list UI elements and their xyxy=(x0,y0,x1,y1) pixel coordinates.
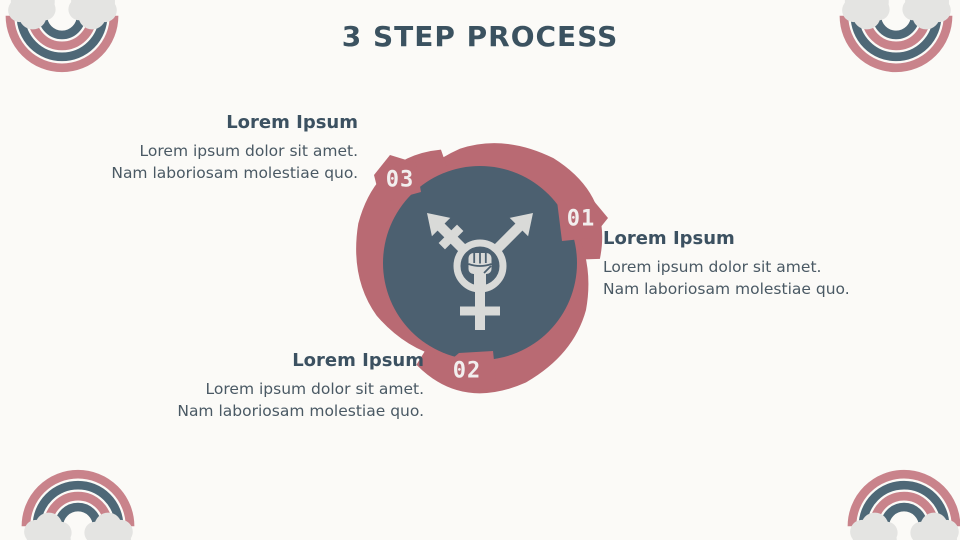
step-marker-01 xyxy=(557,200,608,241)
step-body-line: Lorem ipsum dolor sit amet. xyxy=(139,142,358,160)
step-heading: Lorem Ipsum xyxy=(226,112,358,133)
swirl-arm-1 xyxy=(401,143,603,260)
swirl-arms xyxy=(356,143,603,394)
transgender-fist-icon xyxy=(427,213,533,330)
swirl-arm-3 xyxy=(356,149,449,357)
step-marker-02 xyxy=(440,351,497,390)
step-number-03: 03 xyxy=(385,167,415,193)
page-title: 3 STEP PROCESS xyxy=(341,20,619,53)
step-heading: Lorem Ipsum xyxy=(603,228,735,249)
step-text-block-02: Lorem Ipsum Lorem ipsum dolor sit amet. … xyxy=(177,350,424,422)
step-body-line: Nam laboriosam molestiae quo. xyxy=(177,402,424,420)
step-body-line: Lorem ipsum dolor sit amet. xyxy=(205,380,424,398)
step-text-block-03: Lorem Ipsum Lorem ipsum dolor sit amet. … xyxy=(111,112,358,184)
fist-detail-lines xyxy=(468,253,492,274)
swirl-arm-2 xyxy=(416,234,589,394)
step-marker-03 xyxy=(374,155,421,203)
step-body-line: Nam laboriosam molestiae quo. xyxy=(111,164,358,182)
step-body-line: Nam laboriosam molestiae quo. xyxy=(603,280,850,298)
step-text-block-01: Lorem Ipsum Lorem ipsum dolor sit amet. … xyxy=(603,228,850,300)
step-number-01: 01 xyxy=(566,206,596,232)
step-heading: Lorem Ipsum xyxy=(292,350,424,371)
step-markers xyxy=(374,155,608,390)
step-body-line: Lorem ipsum dolor sit amet. xyxy=(603,258,822,276)
step-number-02: 02 xyxy=(452,358,482,384)
